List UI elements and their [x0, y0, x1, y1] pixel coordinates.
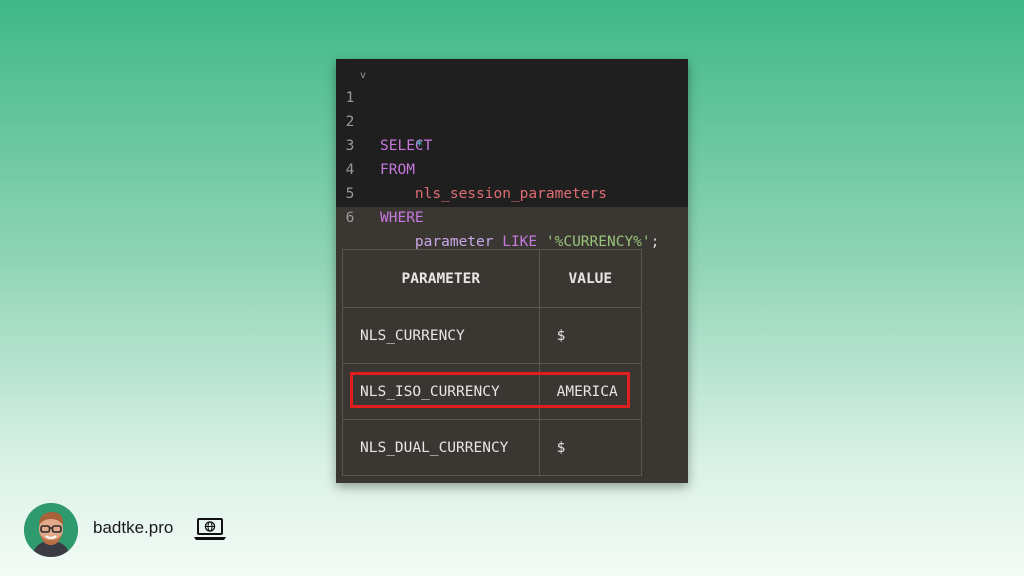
code-text: parameter LIKE '%CURRENCY%'; — [380, 230, 659, 254]
value-cell: $ — [538, 419, 643, 476]
code-line-4: 4 nls_session_parameters — [336, 134, 688, 202]
keyword-token: WHERE — [380, 210, 424, 226]
code-text: * — [380, 134, 424, 158]
line-number: 5 — [345, 186, 355, 202]
identifier-token: nls_session_parameters — [380, 186, 607, 202]
wildcard-token: * — [380, 138, 424, 154]
column-token: parameter — [380, 234, 503, 250]
code-text: nls_session_parameters — [380, 182, 607, 206]
column-header-value: VALUE — [538, 249, 643, 308]
results-table: PARAMETER VALUE NLS_CURRENCY $ NLS_ISO_C… — [342, 249, 643, 476]
value-cell: AMERICA — [538, 363, 643, 420]
avatar — [24, 503, 78, 557]
code-line-6: 6 parameter LIKE '%CURRENCY%'; — [336, 182, 688, 250]
line-number: 6 — [345, 210, 355, 226]
code-text: WHERE — [380, 206, 424, 230]
parameter-cell: NLS_CURRENCY — [342, 307, 540, 364]
code-line-1: 1 v SELECT — [336, 62, 688, 154]
keyword-token: LIKE — [502, 234, 546, 250]
keyword-token: SELECT — [380, 138, 433, 154]
author-portrait-icon — [24, 503, 78, 557]
header-row: PARAMETER VALUE — [342, 249, 643, 308]
code-text: SELECT — [380, 134, 432, 158]
code-line-2: 2 * — [336, 86, 688, 154]
line-number: 4 — [345, 162, 355, 178]
site-label[interactable]: badtke.pro — [93, 518, 174, 537]
semicolon-token: ; — [650, 234, 660, 250]
parameter-cell: NLS_DUAL_CURRENCY — [342, 419, 540, 476]
code-line-3: 3 FROM — [336, 110, 688, 178]
parameter-cell: NLS_ISO_CURRENCY — [342, 363, 540, 420]
sql-snippet-panel: 1 v SELECT 2 * 3 FROM 4 nls_session_para… — [336, 59, 688, 483]
code-editor: 1 v SELECT 2 * 3 FROM 4 nls_session_para… — [336, 59, 688, 250]
column-header-parameter: PARAMETER — [342, 249, 540, 308]
table-row: NLS_DUAL_CURRENCY $ — [342, 419, 643, 476]
laptop-globe-icon — [193, 517, 227, 545]
line-number: 2 — [345, 114, 355, 130]
table-row: NLS_CURRENCY $ — [342, 307, 643, 364]
string-token: '%CURRENCY%' — [545, 234, 651, 250]
line-number: 1 — [345, 90, 355, 106]
fold-chevron-icon[interactable]: v — [360, 70, 367, 81]
keyword-token: FROM — [380, 162, 415, 178]
query-results: PARAMETER VALUE NLS_CURRENCY $ NLS_ISO_C… — [342, 249, 643, 476]
line-number: 3 — [345, 138, 355, 154]
table-row-highlighted: NLS_ISO_CURRENCY AMERICA — [342, 363, 643, 420]
value-cell: $ — [538, 307, 643, 364]
code-line-5: 5 WHERE — [336, 158, 688, 226]
code-text: FROM — [380, 158, 415, 182]
